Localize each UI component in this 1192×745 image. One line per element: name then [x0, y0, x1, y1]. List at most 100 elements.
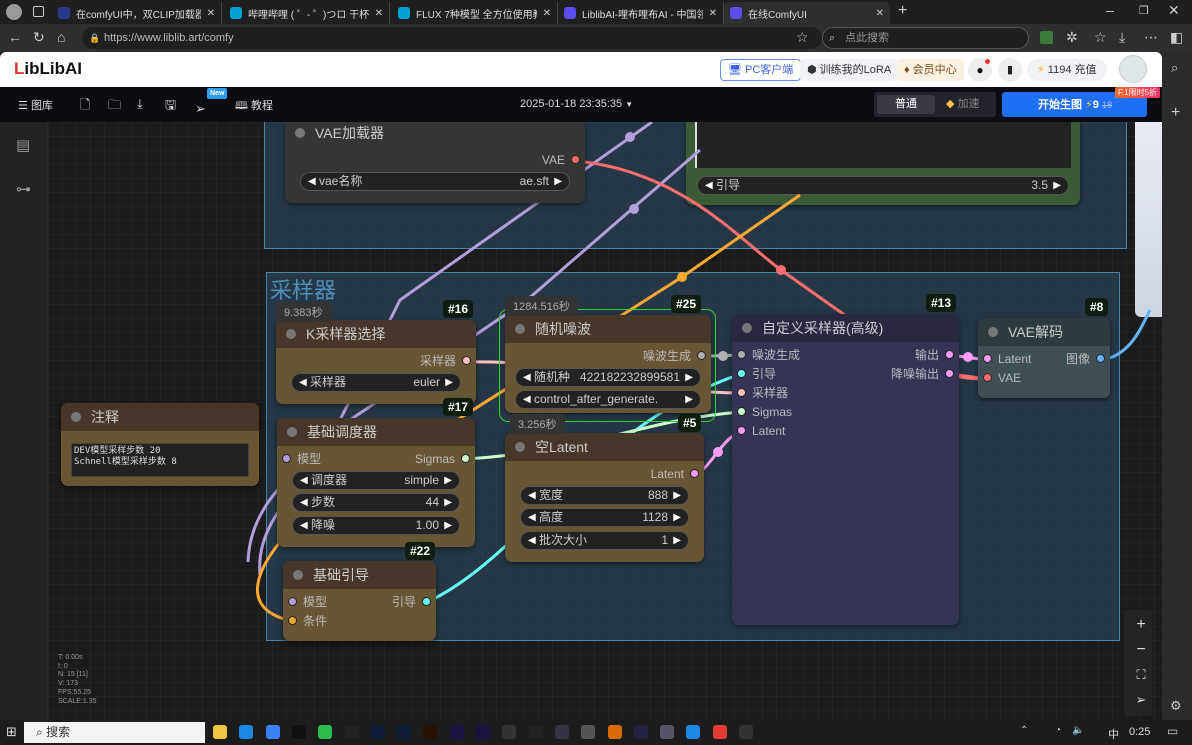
app-icon[interactable]	[686, 725, 701, 739]
clock[interactable]: 0:25	[1129, 726, 1151, 738]
increment-icon[interactable]: ▶	[444, 497, 452, 509]
app-icon[interactable]	[581, 725, 596, 739]
node-guider[interactable]: 基础引导模型条件引导	[283, 561, 436, 641]
workflow-datetime-dropdown[interactable]: 2025-01-18 23:35:35 ▼	[520, 98, 633, 110]
pc-client-button[interactable]: 🖥 PC客户端	[720, 59, 802, 81]
download-icon[interactable]: ⤓	[137, 96, 143, 111]
output-slot-dot[interactable]	[571, 155, 580, 164]
close-tab-icon[interactable]: ✕	[206, 7, 215, 19]
output-slot-dot[interactable]	[945, 350, 954, 359]
back-icon[interactable]: ←	[8, 29, 22, 45]
more-icon[interactable]: ⋯	[1144, 29, 1158, 45]
settings-app-icon[interactable]	[739, 725, 753, 739]
ime-indicator[interactable]: 中	[1108, 729, 1119, 741]
fit-view-icon[interactable]: ⛶	[1136, 667, 1146, 682]
capcut-icon[interactable]	[528, 725, 543, 739]
vip-center-button[interactable]: ♦ 会员中心	[897, 59, 964, 81]
input-slot-dot[interactable]	[282, 454, 291, 463]
output-slot-dot[interactable]	[697, 351, 706, 360]
tutorial-button[interactable]: 🕮 教程	[235, 97, 273, 116]
message-icon[interactable]: ●	[968, 58, 992, 82]
browser-search-input[interactable]: ⌕点此搜索	[822, 27, 1029, 49]
input-slot-dot[interactable]	[737, 350, 746, 359]
windows-start-icon[interactable]: ⊞	[6, 724, 17, 739]
node-title[interactable]: 空Latent	[505, 433, 704, 461]
refresh-icon[interactable]: ↻	[33, 29, 45, 45]
search-icon[interactable]: ⌕	[1171, 60, 1179, 75]
collapse-dot-icon[interactable]	[71, 412, 81, 422]
profile-avatar[interactable]	[6, 4, 22, 20]
increment-icon[interactable]: ▶	[673, 534, 681, 546]
photoshop-icon[interactable]	[397, 725, 412, 739]
guidance-widget[interactable]: ◀ 引导 3.5 ▶	[697, 176, 1069, 195]
reroute-dot[interactable]	[718, 351, 728, 361]
tiktok-icon[interactable]	[291, 725, 306, 739]
train-lora-button[interactable]: ⬢ 训练我的LoRA	[800, 59, 899, 81]
add-icon[interactable]: +	[1171, 104, 1181, 121]
search-app-icon[interactable]	[607, 725, 622, 739]
send-icon[interactable]: ➢	[195, 101, 206, 116]
decrement-icon[interactable]: ◀	[300, 474, 308, 486]
downloads-icon[interactable]: ⤓	[1119, 29, 1126, 45]
close-tab-icon[interactable]: ✕	[542, 7, 551, 19]
increment-icon[interactable]: ▶	[673, 489, 681, 501]
browser-tab[interactable]: LiblibAI-哩布哩布AI - 中国领先的✕	[558, 2, 724, 24]
guidance-text-area[interactable]	[695, 122, 1071, 168]
tab-actions-icon[interactable]	[33, 6, 44, 17]
kook-icon[interactable]	[265, 725, 280, 739]
node-title[interactable]: K采样器选择	[276, 320, 476, 348]
note-text-area[interactable]: DEV模型采样步数 20 Schnell模型采样步数 8	[71, 443, 249, 477]
browser-tab[interactable]: 在线ComfyUI✕	[724, 2, 890, 24]
node-title[interactable]: 随机噪波	[505, 315, 711, 343]
locate-icon[interactable]: ➢	[1135, 692, 1147, 707]
reroute-dot[interactable]	[776, 265, 786, 275]
decrement-icon[interactable]: ◀	[523, 371, 531, 383]
output-slot-dot[interactable]	[461, 454, 470, 463]
illustrator-icon[interactable]	[423, 725, 438, 739]
file-explorer-icon[interactable]	[213, 725, 227, 739]
input-slot-dot[interactable]	[737, 407, 746, 416]
increment-icon[interactable]: ▶	[444, 519, 452, 531]
python-icon[interactable]	[660, 725, 675, 739]
davinci-icon[interactable]	[502, 725, 517, 739]
zoom-out-button[interactable]: −	[1136, 641, 1146, 658]
collapse-dot-icon[interactable]	[742, 323, 752, 333]
decrement-icon[interactable]: ◀	[300, 497, 308, 509]
input-slot-dot[interactable]	[737, 369, 746, 378]
save-icon[interactable]: 🖫	[165, 97, 177, 112]
new-tab-button[interactable]: +	[898, 2, 908, 19]
node-note[interactable]: 注释 DEV模型采样步数 20 Schnell模型采样步数 8	[61, 403, 259, 486]
user-avatar[interactable]	[1119, 55, 1147, 83]
obs-icon[interactable]	[554, 725, 569, 739]
close-tab-icon[interactable]: ✕	[374, 7, 383, 19]
reroute-dot[interactable]	[713, 447, 723, 457]
node-library-icon[interactable]: ▤	[16, 137, 31, 154]
decrement-icon[interactable]: ◀	[528, 489, 536, 501]
input-slot-dot[interactable]	[983, 373, 992, 382]
mode-normal-button[interactable]: 普通	[877, 95, 935, 114]
increment-icon[interactable]: ▶	[554, 175, 562, 187]
node-flux-guidance[interactable]: ◀ 引导 3.5 ▶	[686, 122, 1080, 205]
node-title[interactable]: 基础调度器	[277, 418, 475, 446]
decrement-icon[interactable]: ◀	[300, 519, 308, 531]
tray-chevron-icon[interactable]: ⌃	[1020, 725, 1029, 736]
qq-icon[interactable]	[344, 725, 359, 739]
minimize-button[interactable]: –	[1106, 2, 1114, 18]
collapse-dot-icon[interactable]	[295, 128, 305, 138]
browser-tab[interactable]: FLUX 7种模型 全方位使用教程_哔✕	[392, 2, 558, 24]
open-folder-icon[interactable]: 🗀	[108, 97, 122, 112]
increment-icon[interactable]: ▶	[444, 474, 452, 486]
extension-icon[interactable]	[1040, 31, 1053, 44]
node-title[interactable]: 注释	[61, 403, 259, 431]
output-slot-dot[interactable]	[462, 356, 471, 365]
